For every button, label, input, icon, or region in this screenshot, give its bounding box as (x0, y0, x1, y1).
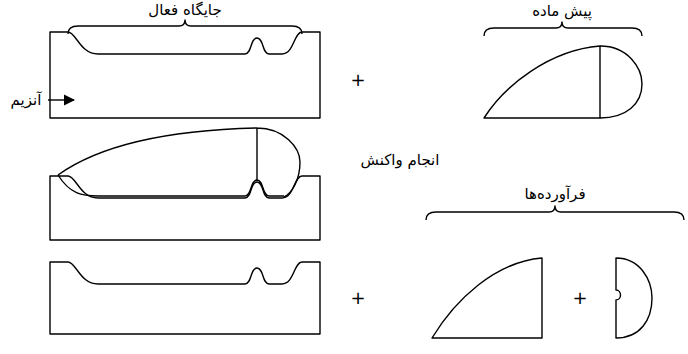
plus-sign: + (350, 287, 365, 309)
substrate-shape (58, 175, 284, 196)
part-label: فرآورده‌ها (524, 185, 585, 203)
enzyme-shape (50, 262, 320, 334)
step-label: انجام واکنش (361, 151, 440, 169)
enzyme-shape (50, 176, 320, 240)
substrate-shape (600, 46, 642, 118)
enzyme-shape (50, 32, 320, 118)
plus-sign: + (350, 69, 365, 91)
part-label: جایگاه فعال (148, 1, 221, 19)
product-shape (616, 258, 652, 338)
bracket (484, 22, 642, 36)
substrate-shape (58, 128, 300, 197)
part-label: پیش ماده (532, 2, 592, 20)
plus-sign: + (572, 287, 587, 309)
bracket (68, 20, 302, 34)
product-shape (432, 258, 542, 338)
leader-arrow (48, 99, 74, 100)
bracket (426, 206, 684, 220)
substrate-shape (484, 46, 600, 118)
part-label: آنزیم (11, 91, 42, 109)
